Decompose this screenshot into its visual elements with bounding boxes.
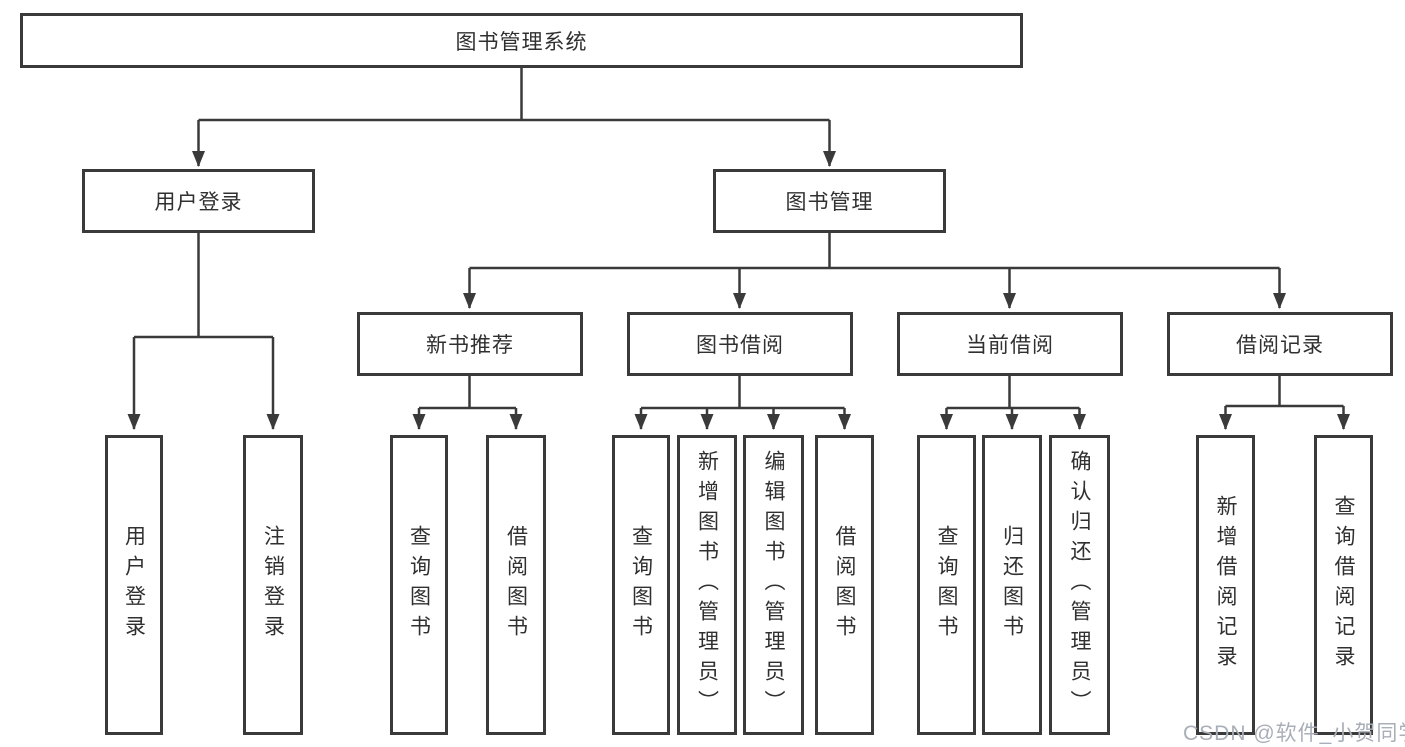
node-borrowing-records: 借阅记录 — [1167, 312, 1393, 376]
leaf-label: 新增借阅记录 — [1214, 495, 1237, 675]
leaf-label: 归还图书 — [1000, 525, 1024, 645]
leaf-query-books-recommend: 查询图书 — [390, 435, 448, 735]
leaf-add-borrow-record: 新增借阅记录 — [1196, 435, 1255, 735]
node-label: 图书管理 — [785, 191, 874, 214]
leaf-query-books-current: 查询图书 — [917, 435, 976, 735]
leaf-label: 查询图书 — [935, 525, 958, 645]
node-book-management: 图书管理 — [713, 169, 946, 233]
node-new-book-recommend: 新书推荐 — [357, 312, 583, 376]
node-book-borrowing: 图书借阅 — [627, 312, 853, 376]
leaf-return-book: 归还图书 — [982, 435, 1042, 735]
csdn-watermark: CSDN @软件_小贺同学 — [1183, 722, 1405, 745]
leaf-user-login: 用户登录 — [105, 435, 163, 735]
leaf-query-books-borrow: 查询图书 — [612, 435, 670, 735]
leaf-label: 确认归还（管理员） — [1068, 450, 1091, 720]
leaf-label: 注销登录 — [261, 525, 285, 645]
node-label: 新书推荐 — [426, 334, 514, 357]
node-label: 当前借阅 — [966, 334, 1054, 357]
node-label: 图书管理系统 — [455, 30, 588, 54]
leaf-label: 新增图书（管理员） — [695, 450, 719, 720]
leaf-borrow-books: 借阅图书 — [815, 435, 874, 735]
leaf-label: 查询图书 — [629, 525, 653, 645]
node-current-borrowing: 当前借阅 — [897, 312, 1123, 376]
leaf-label: 用户登录 — [122, 525, 146, 645]
node-label: 图书借阅 — [696, 334, 784, 357]
leaf-logout: 注销登录 — [243, 435, 303, 735]
node-label: 借阅记录 — [1236, 334, 1324, 357]
leaf-edit-book-admin: 编辑图书（管理员） — [743, 435, 804, 735]
node-root-library-system: 图书管理系统 — [20, 13, 1023, 68]
node-user-login: 用户登录 — [82, 169, 315, 233]
leaf-borrow-books-recommend: 借阅图书 — [486, 435, 546, 735]
leaf-add-book-admin: 新增图书（管理员） — [677, 435, 737, 735]
leaf-label: 编辑图书（管理员） — [762, 450, 785, 720]
leaf-confirm-return-admin: 确认归还（管理员） — [1049, 435, 1110, 735]
node-label: 用户登录 — [154, 191, 243, 214]
leaf-label: 借阅图书 — [504, 525, 528, 645]
leaf-label: 查询图书 — [407, 525, 431, 645]
leaf-query-borrow-record: 查询借阅记录 — [1314, 435, 1373, 735]
leaf-label: 查询借阅记录 — [1332, 495, 1355, 675]
leaf-label: 借阅图书 — [833, 525, 856, 645]
